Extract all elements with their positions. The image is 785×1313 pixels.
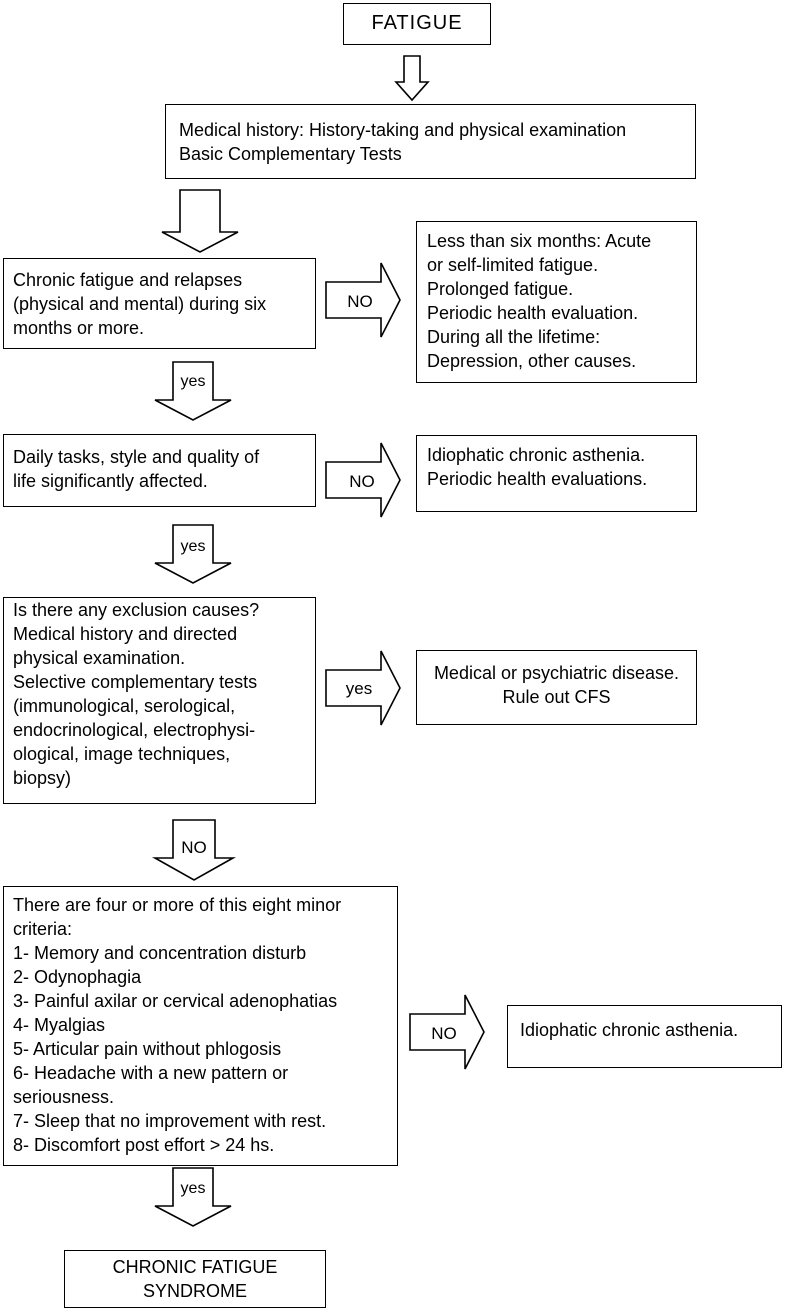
less-than-six-months-box: Less than six months: Acute or self-limi… <box>416 221 697 383</box>
box-line: physical examination. <box>13 648 186 668</box>
box-line: Less than six months: Acute <box>427 231 652 251</box>
arrow-right-no-2 <box>325 442 401 518</box>
arrow-right-no-1 <box>325 262 401 338</box>
box-line: endocrinological, electrophysi- <box>13 720 256 740</box>
arrow-down-no-4 <box>151 819 237 881</box>
box-line: 1- Memory and concentration disturb <box>13 943 307 963</box>
daily-tasks-question-box: Daily tasks, style and quality of life s… <box>3 434 316 507</box>
arrow-label-no-1: NO <box>347 292 373 311</box>
box-line: There are four or more of this eight min… <box>13 895 342 915</box>
box-line: Periodic health evaluation. <box>427 303 639 323</box>
box-line: Rule out CFS <box>502 687 611 707</box>
box-line: or self-limited fatigue. <box>427 255 599 275</box>
arrow-label-no-5: NO <box>431 1024 457 1043</box>
box-line: 6- Headache with a new pattern or <box>13 1063 289 1083</box>
box-line: Chronic fatigue and relapses <box>13 270 243 290</box>
result-line: SYNDROME <box>142 1281 247 1301</box>
result-line: CHRONIC FATIGUE <box>112 1257 278 1277</box>
arrow-down-yes-6 <box>154 1167 232 1227</box>
chronic-fatigue-syndrome-box: CHRONIC FATIGUE SYNDROME <box>64 1250 326 1308</box>
arrow-down-1 <box>394 55 430 102</box>
fatigue-box: FATIGUE <box>343 3 491 45</box>
box-line: 7- Sleep that no improvement with rest. <box>13 1111 327 1131</box>
arrow-label-yes-2: yes <box>181 538 206 555</box>
box-line: Periodic health evaluations. <box>427 469 648 489</box>
box-line: Daily tasks, style and quality of <box>13 447 260 467</box>
box-line: 2- Odynophagia <box>13 967 142 987</box>
medical-psychiatric-disease-box: Medical or psychiatric disease. Rule out… <box>416 650 697 725</box>
box-line: Medical or psychiatric disease. <box>433 663 680 683</box>
box-line: During all the lifetime: <box>427 327 601 347</box>
chronic-fatigue-question-box: Chronic fatigue and relapses (physical a… <box>3 258 316 349</box>
medical-history-box: Medical history: History-taking and phys… <box>165 104 696 179</box>
arrow-label-yes-6: yes <box>181 1180 206 1197</box>
box-line: Medical history: History-taking and phys… <box>179 120 627 140</box>
box-line: ological, image techniques, <box>13 744 231 764</box>
box-line: 4- Myalgias <box>13 1015 106 1035</box>
box-line: Depression, other causes. <box>427 351 637 371</box>
exclusion-causes-question-box: Is there any exclusion causes? Medical h… <box>3 597 316 804</box>
box-line: Is there any exclusion causes? <box>13 600 260 620</box>
box-line: 5- Articular pain without phlogosis <box>13 1039 282 1059</box>
idiophatic-asthenia-box-2: Idiophatic chronic asthenia. <box>507 1005 782 1068</box>
box-line: (physical and mental) during six <box>13 294 267 314</box>
box-line: life significantly affected. <box>13 471 208 491</box>
box-line: seriousness. <box>13 1087 115 1107</box>
arrow-right-no-5 <box>409 994 485 1070</box>
box-line: months or more. <box>13 318 145 338</box>
box-line: Idiophatic chronic asthenia. <box>427 445 646 465</box>
idiophatic-asthenia-box-1: Idiophatic chronic asthenia. Periodic he… <box>416 435 697 512</box>
arrow-down-yes-1 <box>154 361 232 421</box>
arrow-label-yes-1: yes <box>181 373 206 390</box>
box-line: 8- Discomfort post effort > 24 hs. <box>13 1135 275 1155</box>
box-line: Selective complementary tests <box>13 672 258 692</box>
box-line: Medical history and directed <box>13 624 238 644</box>
arrow-down-2 <box>161 189 239 253</box>
box-line: Idiophatic chronic asthenia. <box>520 1020 739 1040</box>
arrow-label-yes-3: yes <box>346 679 372 698</box>
box-line: (immunological, serological, <box>13 696 236 716</box>
box-line: biopsy) <box>13 768 72 788</box>
box-line: Basic Complementary Tests <box>179 144 402 164</box>
arrow-label-no-2: NO <box>349 472 375 491</box>
box-line: criteria: <box>13 919 73 939</box>
arrow-right-yes-3 <box>325 650 401 726</box>
minor-criteria-question-box: There are four or more of this eight min… <box>3 886 398 1166</box>
arrow-label-no-4: NO <box>181 838 207 857</box>
box-line: Prolonged fatigue. <box>427 279 574 299</box>
arrow-down-yes-2 <box>154 524 232 584</box>
fatigue-title: FATIGUE <box>371 12 463 34</box>
box-line: 3- Painful axilar or cervical adenophati… <box>13 991 338 1011</box>
